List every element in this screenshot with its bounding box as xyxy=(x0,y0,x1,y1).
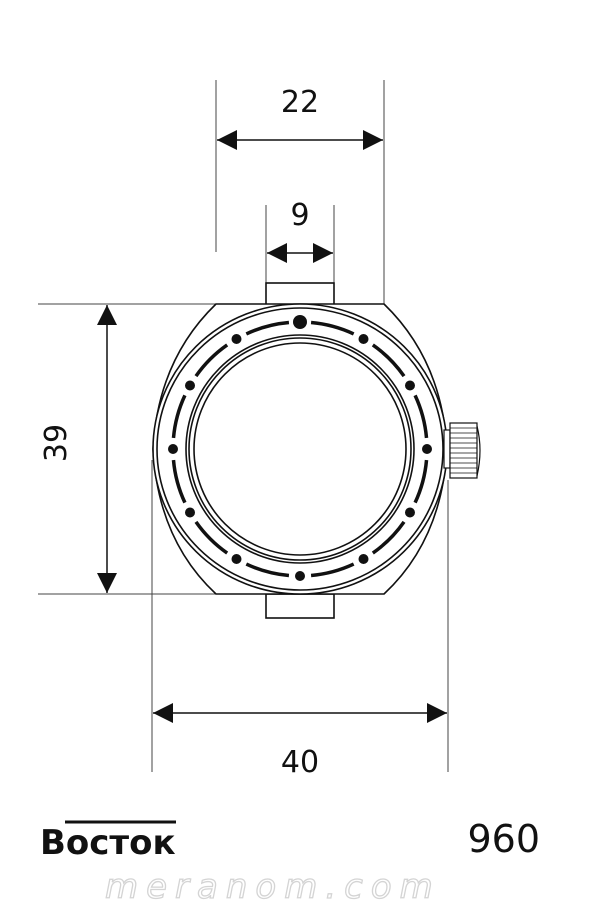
bezel-dash xyxy=(194,343,229,378)
bezel-dash xyxy=(194,520,229,555)
top-strap-tab xyxy=(265,282,335,306)
dimension-9-label: 9 xyxy=(290,198,309,233)
bezel-dot xyxy=(404,507,415,518)
bezel-dash xyxy=(171,394,187,439)
crown xyxy=(443,422,481,479)
bezel-dash xyxy=(171,459,187,504)
bezel-dot xyxy=(358,553,369,564)
bezel-dot xyxy=(293,315,307,329)
bezel-dash xyxy=(245,562,290,578)
svg-text:Восток: Восток xyxy=(40,823,176,863)
watermark: meranom.com xyxy=(105,867,441,900)
bezel-dot xyxy=(168,444,178,454)
watch-case xyxy=(152,282,448,619)
model-number: 960 xyxy=(467,817,540,861)
bezel-dash xyxy=(371,343,406,378)
bezel-dash xyxy=(371,520,406,555)
bezel-markers xyxy=(168,315,432,581)
bezel-dash xyxy=(310,562,355,578)
bezel-dot xyxy=(185,507,196,518)
bottom-strap-tab xyxy=(265,593,335,619)
bezel-dot xyxy=(231,334,242,345)
bezel-dot xyxy=(404,380,415,391)
bezel-dash xyxy=(413,394,429,439)
bezel-dot xyxy=(231,553,242,564)
bezel-dot xyxy=(358,334,369,345)
bezel-dot xyxy=(422,444,432,454)
extension-lines xyxy=(38,80,449,772)
bezel-dash xyxy=(413,459,429,504)
dimension-39-label: 39 xyxy=(39,424,74,462)
brand-logo: Восток xyxy=(40,820,176,863)
dimension-40-label: 40 xyxy=(281,745,319,780)
bezel-dot xyxy=(295,571,305,581)
dimension-22-label: 22 xyxy=(281,85,319,120)
bezel-dash xyxy=(245,320,290,336)
bezel-dash xyxy=(310,320,355,336)
bezel-dot xyxy=(185,380,196,391)
